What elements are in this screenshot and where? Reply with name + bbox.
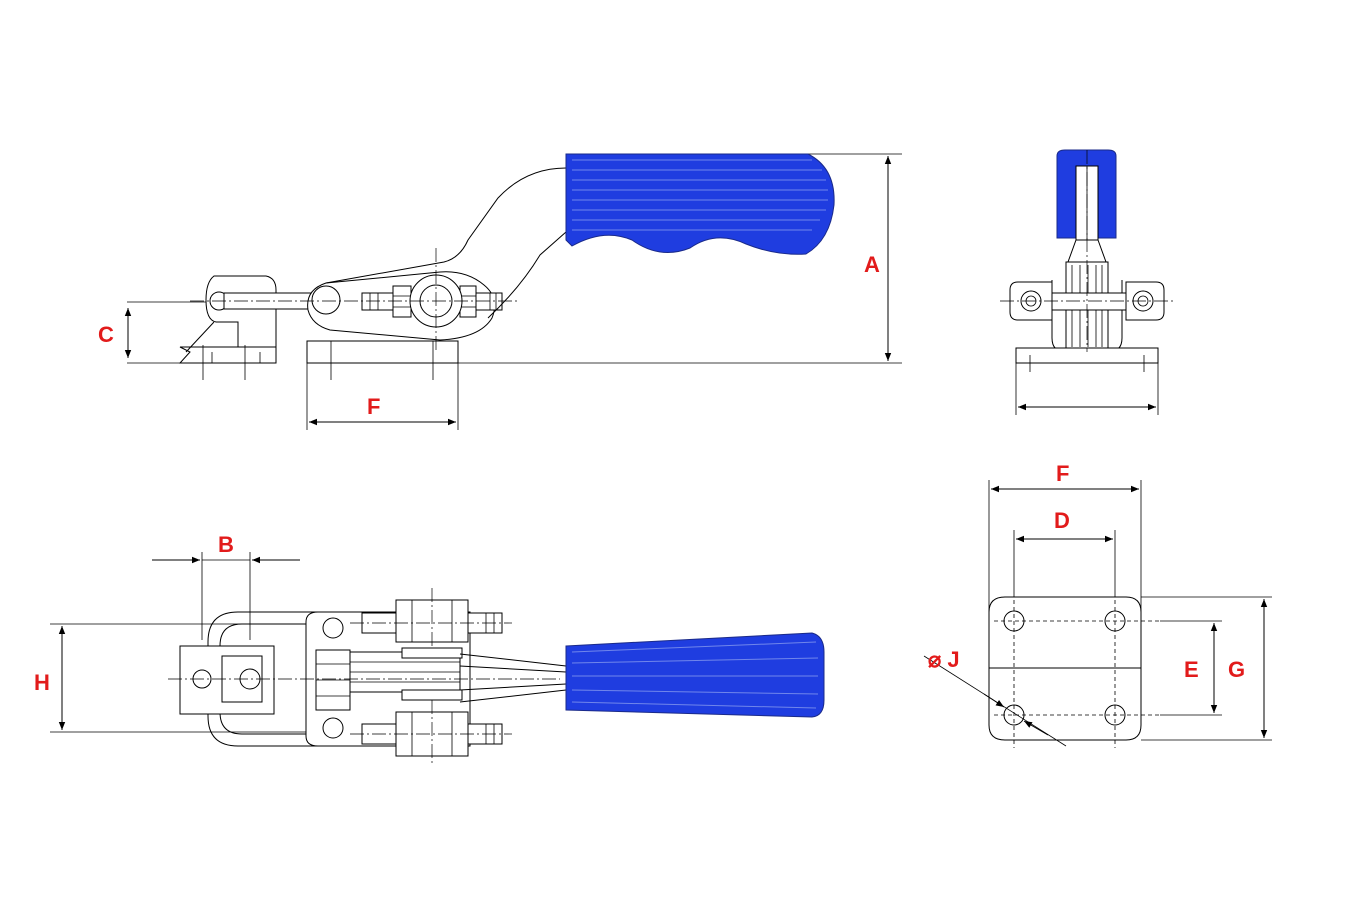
dimension-labels: A C F B H F D E G ⌀ J bbox=[34, 252, 1245, 695]
side-view bbox=[124, 153, 902, 430]
label-f-base: F bbox=[1056, 461, 1069, 486]
label-h: H bbox=[34, 670, 50, 695]
label-c: C bbox=[98, 322, 114, 347]
label-g: G bbox=[1228, 657, 1245, 682]
label-d: D bbox=[1054, 508, 1070, 533]
hex-nut-left bbox=[392, 285, 412, 318]
side-base-plate bbox=[306, 340, 459, 364]
label-j: ⌀ J bbox=[928, 647, 960, 672]
body-pivot bbox=[311, 285, 341, 315]
label-f-side: F bbox=[367, 394, 380, 419]
label-e: E bbox=[1184, 657, 1199, 682]
side-handle-grip bbox=[565, 153, 835, 255]
label-a: A bbox=[864, 252, 880, 277]
latch-hook bbox=[205, 275, 277, 348]
top-handle-grip bbox=[565, 632, 825, 718]
latch-base bbox=[178, 346, 277, 364]
front-view bbox=[1000, 149, 1176, 415]
top-view bbox=[50, 552, 825, 766]
label-b: B bbox=[218, 532, 234, 557]
side-handle-arm bbox=[325, 167, 567, 284]
base-view bbox=[923, 480, 1272, 748]
